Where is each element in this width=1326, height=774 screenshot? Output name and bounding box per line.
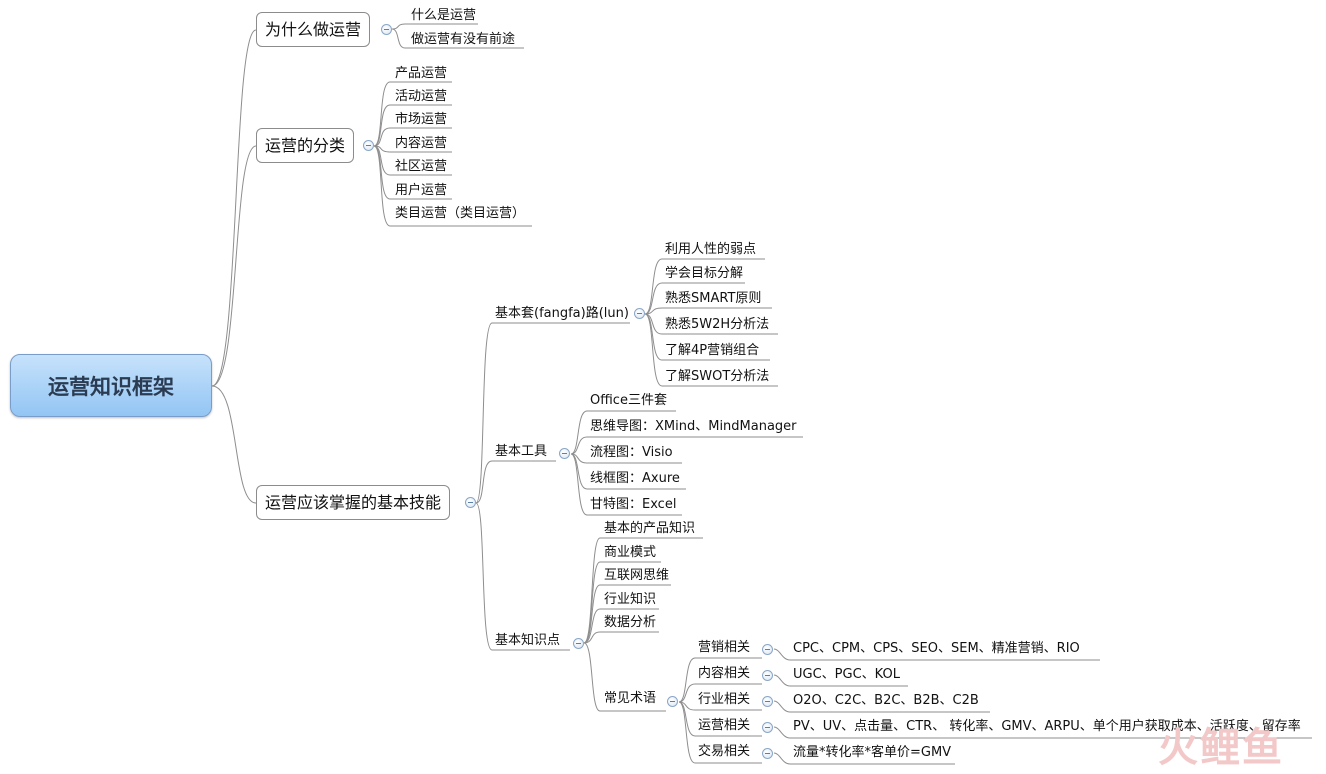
collapse-icon[interactable] (559, 448, 570, 459)
root-topic[interactable]: 运营知识框架 (10, 354, 212, 417)
link-types-7 (373, 145, 532, 227)
link-terms-2 (678, 683, 762, 703)
tools-item-2[interactable]: 思维导图：XMind、MindManager (590, 419, 797, 434)
link-tools-5 (570, 453, 682, 516)
terms-group-value-2[interactable]: UGC、PGC、KOL (793, 667, 900, 682)
collapse-icon[interactable] (667, 696, 678, 707)
methods-item-6[interactable]: 了解SWOT分析法 (665, 369, 770, 384)
link-types-1 (373, 81, 452, 147)
link-types-4 (373, 145, 452, 153)
link-skills-methods (475, 322, 630, 504)
methods-item-5[interactable]: 了解4P营销组合 (665, 343, 760, 358)
terms-group-label-5[interactable]: 交易相关 (698, 744, 751, 759)
link-term-value-4 (773, 726, 1312, 739)
types-item-1[interactable]: 产品运营 (395, 66, 448, 81)
why-item-1[interactable]: 什么是运营 (411, 8, 477, 23)
collapse-icon[interactable] (381, 24, 392, 35)
knowledge-item-1[interactable]: 基本的产品知识 (604, 521, 696, 536)
link-knowledge-terms (583, 642, 666, 712)
collapse-icon[interactable] (573, 638, 584, 649)
link-methods-1 (644, 258, 765, 315)
methods-item-4[interactable]: 熟悉5W2H分析法 (665, 317, 770, 332)
terms-group-label-4[interactable]: 运营相关 (698, 718, 751, 733)
methods-title[interactable]: 基本套(fangfa)路(lun) (495, 306, 629, 321)
methods-item-3[interactable]: 熟悉SMART原则 (665, 291, 762, 306)
types-item-4[interactable]: 内容运营 (395, 136, 448, 151)
terms-group-label-1[interactable]: 营销相关 (698, 640, 751, 655)
link-skills-tools (475, 460, 556, 504)
link-knowledge-5 (583, 631, 659, 644)
methods-item-2[interactable]: 学会目标分解 (665, 266, 744, 281)
link-knowledge-3 (583, 584, 671, 644)
tools-item-4[interactable]: 线框图：Axure (590, 471, 680, 486)
link-methods-2 (644, 282, 745, 315)
methods-item-1[interactable]: 利用人性的弱点 (665, 242, 757, 257)
collapse-icon[interactable] (762, 722, 773, 733)
collapse-icon[interactable] (762, 644, 773, 655)
link-knowledge-1 (583, 537, 703, 644)
collapse-icon[interactable] (634, 308, 645, 319)
link-terms-3 (678, 701, 762, 711)
tools-title[interactable]: 基本工具 (495, 444, 548, 459)
link-types-2 (373, 104, 452, 147)
terms-group-label-3[interactable]: 行业相关 (698, 692, 751, 707)
terms-group-label-2[interactable]: 内容相关 (698, 666, 751, 681)
link-methods-3 (644, 307, 772, 315)
branch-why[interactable]: 为什么做运营 (256, 12, 371, 47)
why-item-2[interactable]: 做运营有没有前途 (411, 32, 516, 47)
link-root-skills (211, 385, 257, 504)
terms-group-value-4[interactable]: PV、UV、点击量、CTR、 转化率、GMV、ARPU、单个用户获取成本、活跃度… (793, 719, 1301, 734)
collapse-icon[interactable] (363, 140, 374, 151)
collapse-icon[interactable] (762, 748, 773, 759)
collapse-icon[interactable] (762, 696, 773, 707)
branch-skills[interactable]: 运营应该掌握的基本技能 (256, 485, 451, 520)
knowledge-item-2[interactable]: 商业模式 (604, 545, 657, 560)
link-root-why (211, 29, 257, 387)
watermark-logo: 火鲤鱼 (1158, 725, 1284, 771)
link-knowledge-4 (583, 608, 659, 644)
link-term-value-2 (773, 674, 908, 687)
types-item-7[interactable]: 类目运营（类目运营） (395, 206, 526, 221)
terms-title[interactable]: 常见术语 (604, 691, 657, 706)
types-item-6[interactable]: 用户运营 (395, 183, 448, 198)
link-term-value-3 (773, 700, 990, 713)
tools-item-3[interactable]: 流程图：Visio (590, 445, 673, 460)
link-methods-6 (644, 313, 778, 387)
link-term-value-1 (773, 648, 1100, 661)
link-why-1 (391, 23, 478, 30)
terms-group-value-5[interactable]: 流量*转化率*客单价=GMV (793, 745, 952, 760)
link-tools-1 (570, 410, 676, 455)
link-tools-2 (570, 436, 803, 455)
tools-item-1[interactable]: Office三件套 (590, 393, 667, 408)
link-terms-1 (678, 657, 762, 703)
link-term-value-5 (773, 752, 955, 765)
link-skills-knowledge (475, 502, 570, 651)
link-types-3 (373, 127, 452, 147)
tools-item-5[interactable]: 甘特图：Excel (590, 497, 677, 512)
branch-types[interactable]: 运营的分类 (256, 128, 355, 163)
link-tools-3 (570, 453, 682, 464)
knowledge-title[interactable]: 基本知识点 (495, 633, 561, 648)
knowledge-item-3[interactable]: 互联网思维 (604, 568, 670, 583)
types-item-3[interactable]: 市场运营 (395, 112, 448, 127)
link-knowledge-2 (583, 561, 661, 644)
terms-group-value-3[interactable]: O2O、C2C、B2C、B2B、C2B (793, 693, 979, 708)
link-root-types (211, 145, 257, 387)
knowledge-item-5[interactable]: 数据分析 (604, 615, 657, 630)
types-item-2[interactable]: 活动运营 (395, 89, 448, 104)
collapse-icon[interactable] (762, 670, 773, 681)
link-terms-5 (678, 701, 762, 764)
collapse-icon[interactable] (465, 497, 476, 508)
terms-group-value-1[interactable]: CPC、CPM、CPS、SEO、SEM、精准营销、RIO (793, 641, 1080, 656)
knowledge-item-4[interactable]: 行业知识 (604, 592, 657, 607)
types-item-5[interactable]: 社区运营 (395, 159, 448, 174)
link-why-2 (391, 28, 524, 49)
